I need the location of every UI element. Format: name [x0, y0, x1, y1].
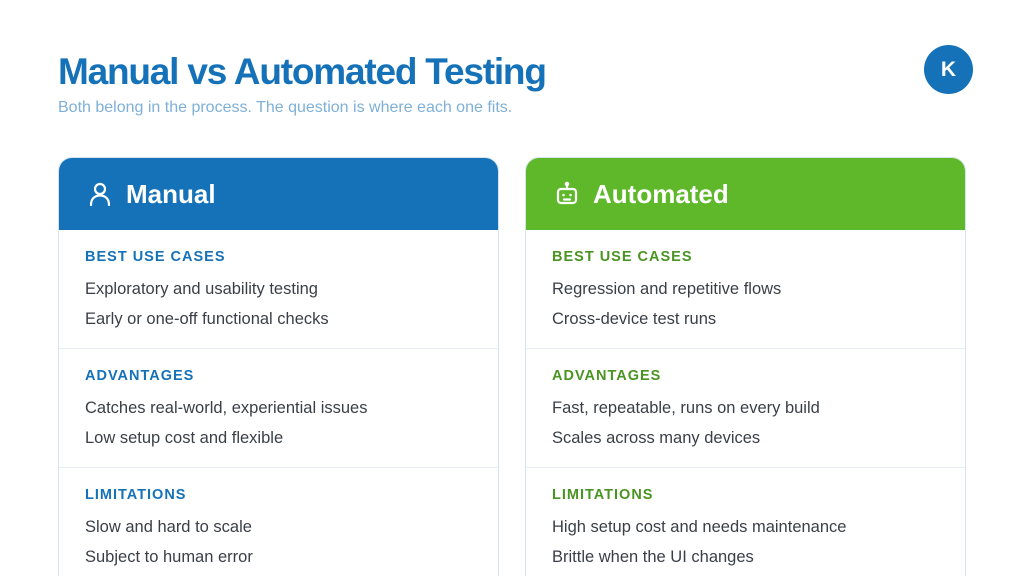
manual-card: Manual BEST USE CASES Exploratory and us… — [58, 157, 499, 576]
automated-section-advantages: ADVANTAGES Fast, repeatable, runs on eve… — [526, 349, 965, 468]
list-item: Low setup cost and flexible — [85, 428, 284, 447]
manual-card-header: Manual — [59, 158, 498, 230]
avatar[interactable]: K — [924, 45, 973, 94]
list-item: Subject to human error — [85, 547, 253, 566]
list-item: Slow and hard to scale — [85, 518, 252, 536]
person-icon — [87, 181, 113, 207]
list-item: Regression and repetitive flows — [552, 280, 782, 298]
automated-card-header: Automated — [526, 158, 965, 230]
list-item: Catches real-world, experiential issues — [85, 399, 368, 417]
automated-heading: Automated — [593, 178, 729, 209]
list-item: Brittle when the UI changes — [552, 547, 754, 566]
list-item: Cross-device test runs — [552, 309, 717, 328]
automated-card: Automated BEST USE CASES Regression and … — [525, 157, 966, 576]
section-title: BEST USE CASES — [85, 249, 226, 265]
list-item: Fast, repeatable, runs on every build — [552, 399, 820, 417]
section-title: ADVANTAGES — [552, 368, 662, 384]
automated-section-limitations: LIMITATIONS High setup cost and needs ma… — [526, 468, 965, 576]
manual-section-best-use-cases: BEST USE CASES Exploratory and usability… — [59, 230, 498, 349]
manual-section-limitations: LIMITATIONS Slow and hard to scale Subje… — [59, 468, 498, 576]
list-item: Scales across many devices — [552, 428, 761, 447]
page-subtitle: Both belong in the process. The question… — [58, 99, 513, 116]
manual-heading: Manual — [126, 178, 216, 209]
section-title: LIMITATIONS — [552, 487, 654, 503]
section-title: BEST USE CASES — [552, 249, 693, 265]
list-item: Exploratory and usability testing — [85, 280, 318, 298]
section-title: LIMITATIONS — [85, 487, 187, 503]
manual-section-advantages: ADVANTAGES Catches real-world, experient… — [59, 349, 498, 468]
list-item: High setup cost and needs maintenance — [552, 518, 847, 536]
section-title: ADVANTAGES — [85, 368, 195, 384]
robot-icon — [554, 181, 580, 207]
page-title: Manual vs Automated Testing — [58, 51, 547, 92]
automated-section-best-use-cases: BEST USE CASES Regression and repetitive… — [526, 230, 965, 349]
list-item: Early or one-off functional checks — [85, 309, 329, 328]
